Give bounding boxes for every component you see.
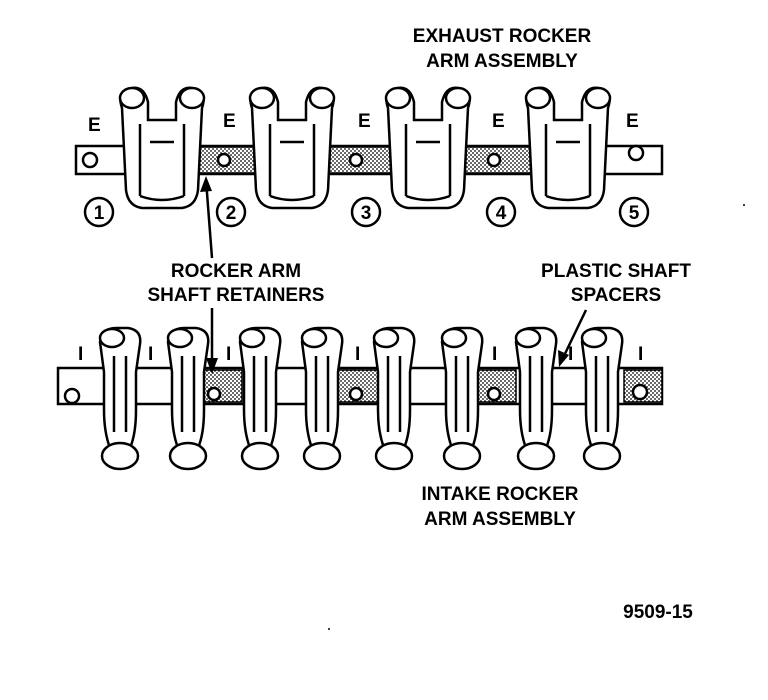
position-marker: 5 [618, 196, 650, 228]
spacers-label: PLASTIC SHAFT [541, 261, 691, 282]
bolt-icon [216, 152, 232, 168]
position-marker: 3 [350, 196, 382, 228]
exhaust-rocker-arm [524, 86, 612, 210]
exhaust-marker: E [223, 111, 236, 132]
position-marker: 2 [215, 196, 247, 228]
exhaust-assembly-label: EXHAUST ROCKER [413, 26, 592, 47]
bolt-icon [206, 386, 222, 402]
exhaust-assembly-label: ARM ASSEMBLY [426, 51, 578, 72]
speck [328, 628, 330, 630]
exhaust-marker: E [88, 115, 101, 136]
intake-rocker-arm [166, 326, 210, 471]
intake-rocker-arm [580, 326, 624, 471]
exhaust-rocker-arm [118, 86, 206, 210]
spacer-leader-arrow [558, 309, 588, 367]
svg-text:3: 3 [361, 203, 372, 224]
intake-assembly-label: ARM ASSEMBLY [424, 509, 576, 530]
intake-marker: I [492, 344, 497, 365]
intake-rocker-arm [238, 326, 282, 471]
exhaust-rocker-arm [248, 86, 336, 210]
intake-marker: I [355, 344, 360, 365]
intake-retainer [333, 369, 381, 403]
bolt-icon [63, 387, 81, 405]
intake-retainer [199, 369, 243, 403]
speck [743, 204, 745, 206]
intake-assembly-label: INTAKE ROCKER [422, 484, 579, 505]
intake-rocker-arm [98, 326, 142, 471]
intake-marker: I [568, 344, 573, 365]
intake-marker: I [226, 344, 231, 365]
figure-id: 9509-15 [623, 602, 693, 623]
intake-marker: I [638, 344, 643, 365]
exhaust-marker: E [492, 111, 505, 132]
intake-rocker-arm [300, 326, 344, 471]
intake-rocker-arm [372, 326, 416, 471]
intake-assembly: I I I I I I I [56, 326, 664, 471]
svg-text:1: 1 [94, 203, 105, 224]
exhaust-marker: E [358, 111, 371, 132]
position-marker: 4 [485, 196, 517, 228]
exhaust-rocker-arm [384, 86, 472, 210]
svg-text:2: 2 [226, 203, 237, 224]
bolt-icon [486, 152, 502, 168]
bolt-icon [627, 144, 645, 162]
bolt-icon [348, 386, 364, 402]
bolt-icon [348, 152, 364, 168]
retainer-leader-arrows [200, 176, 218, 374]
intake-marker: I [78, 344, 83, 365]
spacers-label: SPACERS [571, 285, 661, 306]
intake-rocker-arm [514, 326, 558, 471]
position-marker: 1 [83, 196, 115, 228]
svg-text:4: 4 [496, 203, 507, 224]
retainers-label: ROCKER ARM [171, 261, 301, 282]
retainers-label: SHAFT RETAINERS [148, 285, 325, 306]
svg-text:5: 5 [629, 203, 640, 224]
exhaust-assembly: E E E E E 1 2 3 4 5 [74, 86, 664, 228]
bolt-icon [631, 383, 649, 401]
exhaust-marker: E [626, 111, 639, 132]
bolt-icon [81, 151, 99, 169]
intake-marker: I [148, 344, 153, 365]
bolt-icon [486, 386, 502, 402]
intake-rocker-arm [440, 326, 484, 471]
